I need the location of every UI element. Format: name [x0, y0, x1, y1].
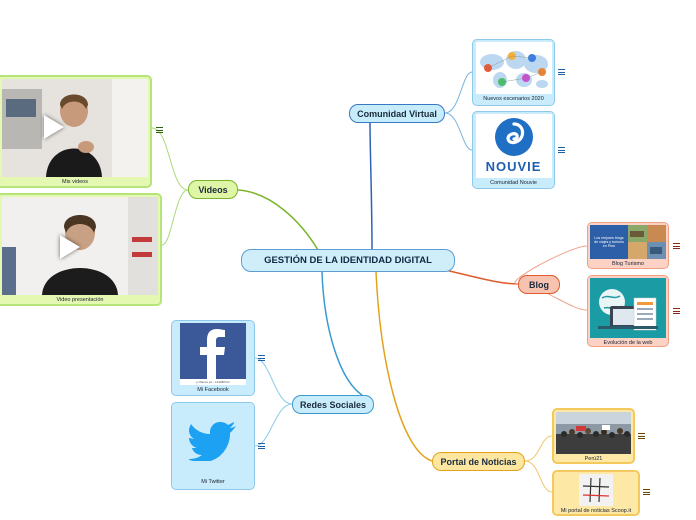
card-nuevos-escenarios[interactable]: Nuevos escenarios 2020 [472, 39, 555, 106]
card-blog-turismo[interactable]: Los mejores blogs de viajes y turismo en… [587, 222, 669, 269]
web-evolution-image [590, 278, 666, 338]
link-scoopit [524, 460, 553, 493]
facebook-icon: p rillance.pe - 12328PGC [180, 323, 246, 385]
card-mi-facebook[interactable]: p rillance.pe - 12328PGC Mi Facebook [171, 320, 255, 396]
card-caption: Blog Turismo [611, 261, 645, 267]
central-topic[interactable]: GESTIÓN DE LA IDENTIDAD DIGITAL [241, 249, 455, 272]
card-caption: Mi portal de noticias Scoop.it [560, 508, 632, 514]
link-blog [444, 269, 519, 285]
card-caption: Comunidad Nouvie [490, 180, 537, 186]
card-video-presentacion[interactable]: Video presentación [0, 193, 162, 306]
world-map-image [475, 42, 552, 94]
nouvie-wordmark: NOUVIE [485, 159, 542, 174]
blog-turismo-image: Los mejores blogs de viajes y turismo en… [590, 225, 666, 259]
link-portal [375, 271, 433, 462]
link-peru21 [524, 435, 553, 462]
notes-icon[interactable] [638, 433, 645, 439]
branch-portal-noticias[interactable]: Portal de Noticias [432, 452, 525, 471]
card-caption: Nuevos escenarios 2020 [483, 96, 544, 102]
link-twitter [254, 403, 293, 447]
card-scoopit[interactable]: Mi portal de noticias Scoop.it [552, 470, 640, 516]
link-nuevos-escenarios [444, 71, 473, 114]
blog-thumb-text: Los mejores blogs de viajes y turismo en… [590, 225, 628, 259]
card-mis-videos[interactable]: Mis videos [0, 75, 152, 188]
link-comunidad [369, 122, 373, 251]
card-caption: Evolución de la web [603, 340, 653, 346]
card-evolucion-web[interactable]: Evolución de la web [587, 275, 669, 347]
notes-icon[interactable] [258, 443, 265, 449]
notes-icon[interactable] [156, 127, 163, 133]
nouvie-logo: NOUVIE [475, 114, 552, 178]
card-caption: Mi Twitter [201, 479, 225, 485]
video-thumbnail-presentacion [2, 197, 158, 295]
play-icon[interactable] [44, 115, 64, 139]
scoopit-icon [579, 474, 613, 506]
card-peru21[interactable]: Perú21 [552, 408, 635, 464]
link-redes [321, 271, 363, 396]
card-mi-twitter[interactable]: Mi Twitter [171, 402, 255, 490]
card-comunidad-nouvie[interactable]: NOUVIE Comunidad Nouvie [472, 111, 555, 189]
link-mis-videos [151, 127, 189, 191]
notes-icon[interactable] [673, 243, 680, 249]
branch-blog[interactable]: Blog [518, 275, 560, 294]
link-nouvie [444, 112, 473, 151]
notes-icon[interactable] [558, 69, 565, 75]
branch-redes-sociales[interactable]: Redes Sociales [292, 395, 374, 414]
card-caption: Video presentación [56, 297, 104, 303]
notes-icon[interactable] [558, 147, 565, 153]
link-blog-turismo [514, 245, 588, 285]
link-facebook [254, 357, 293, 405]
facebook-thumb-text: p rillance.pe - 12328PGC [180, 379, 246, 385]
link-videos [237, 189, 319, 251]
branch-comunidad-virtual[interactable]: Comunidad Virtual [349, 104, 445, 123]
twitter-icon [175, 405, 251, 477]
card-caption: Mis videos [62, 179, 88, 185]
peru21-image [556, 412, 631, 454]
card-caption: Mi Facebook [197, 387, 229, 393]
card-caption: Perú21 [584, 456, 603, 462]
notes-icon[interactable] [643, 489, 650, 495]
play-icon[interactable] [60, 235, 80, 259]
link-video-presentacion [161, 189, 189, 246]
notes-icon[interactable] [258, 355, 265, 361]
notes-icon[interactable] [673, 308, 680, 314]
branch-videos[interactable]: Videos [188, 180, 238, 199]
video-thumbnail-mis-videos [2, 79, 148, 177]
